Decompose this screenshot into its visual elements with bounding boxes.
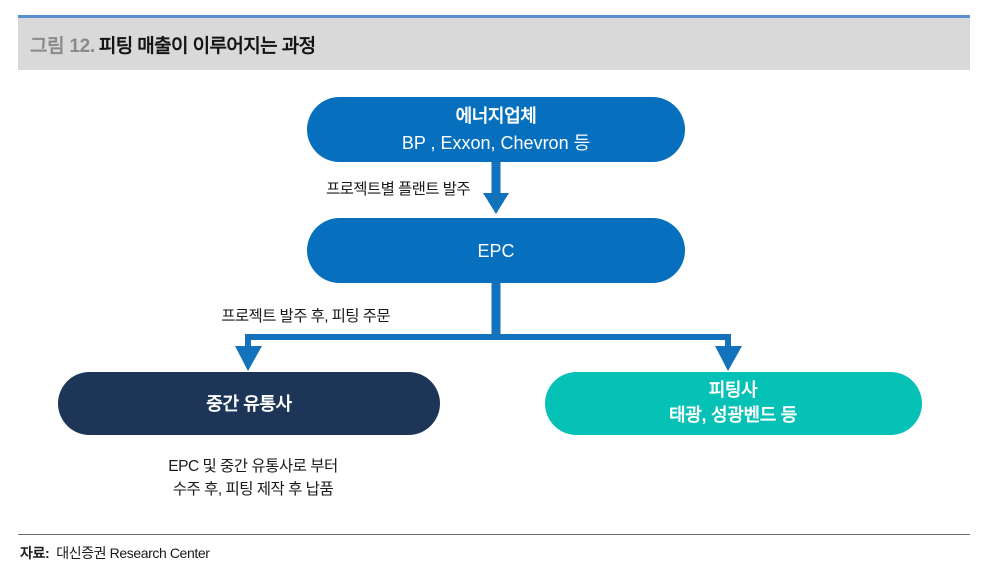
figure-header: 그림 12. 피팅 매출이 이루어지는 과정 [30,18,316,70]
node-energy-company[interactable]: 에너지업체 BP , Exxon, Chevron 등 [307,97,685,162]
edge-label-plant-order: 프로젝트별 플랜트 발주 [326,180,470,198]
node-energy-company-line1: 에너지업체 [456,106,537,126]
header-top-rule [18,15,970,18]
figure-title: 피팅 매출이 이루어지는 과정 [98,35,316,57]
source-label: 자료: [20,545,50,561]
note-distributor-line2: 수주 후, 피팅 제작 후 납품 [173,480,334,498]
node-epc-label: EPC [477,241,514,261]
note-distributor-line1: EPC 및 중간 유통사로 부터 [168,457,337,475]
node-fitting-company[interactable]: 피팅사 태광, 성광벤드 등 [545,372,922,435]
node-epc[interactable]: EPC [307,218,685,283]
figure-number: 그림 12. [30,35,95,57]
node-fitting-company-line1: 피팅사 [709,380,758,400]
node-fitting-company-shape [545,372,922,435]
node-distributor-shape [58,372,440,435]
node-energy-company-line2: BP , Exxon, Chevron 등 [402,133,590,153]
header-band [18,18,970,70]
node-energy-company-shape [307,97,685,162]
source-value: 대신증권 Research Center [56,545,210,561]
footer-rule [18,534,970,535]
node-fitting-company-line2: 태광, 성광벤드 등 [669,405,797,425]
connector-energy-to-epc [483,162,509,214]
node-distributor[interactable]: 중간 유통사 [58,372,440,435]
node-epc-shape [307,218,685,283]
note-distributor: EPC 및 중간 유통사로 부터 수주 후, 피팅 제작 후 납품 [168,457,338,498]
source-note: 자료: 대신증권 Research Center [20,543,210,563]
node-distributor-label: 중간 유통사 [206,394,292,414]
connector-epc-branch [235,283,742,371]
edge-label-fitting-order: 프로젝트 발주 후, 피팅 주문 [221,307,390,325]
